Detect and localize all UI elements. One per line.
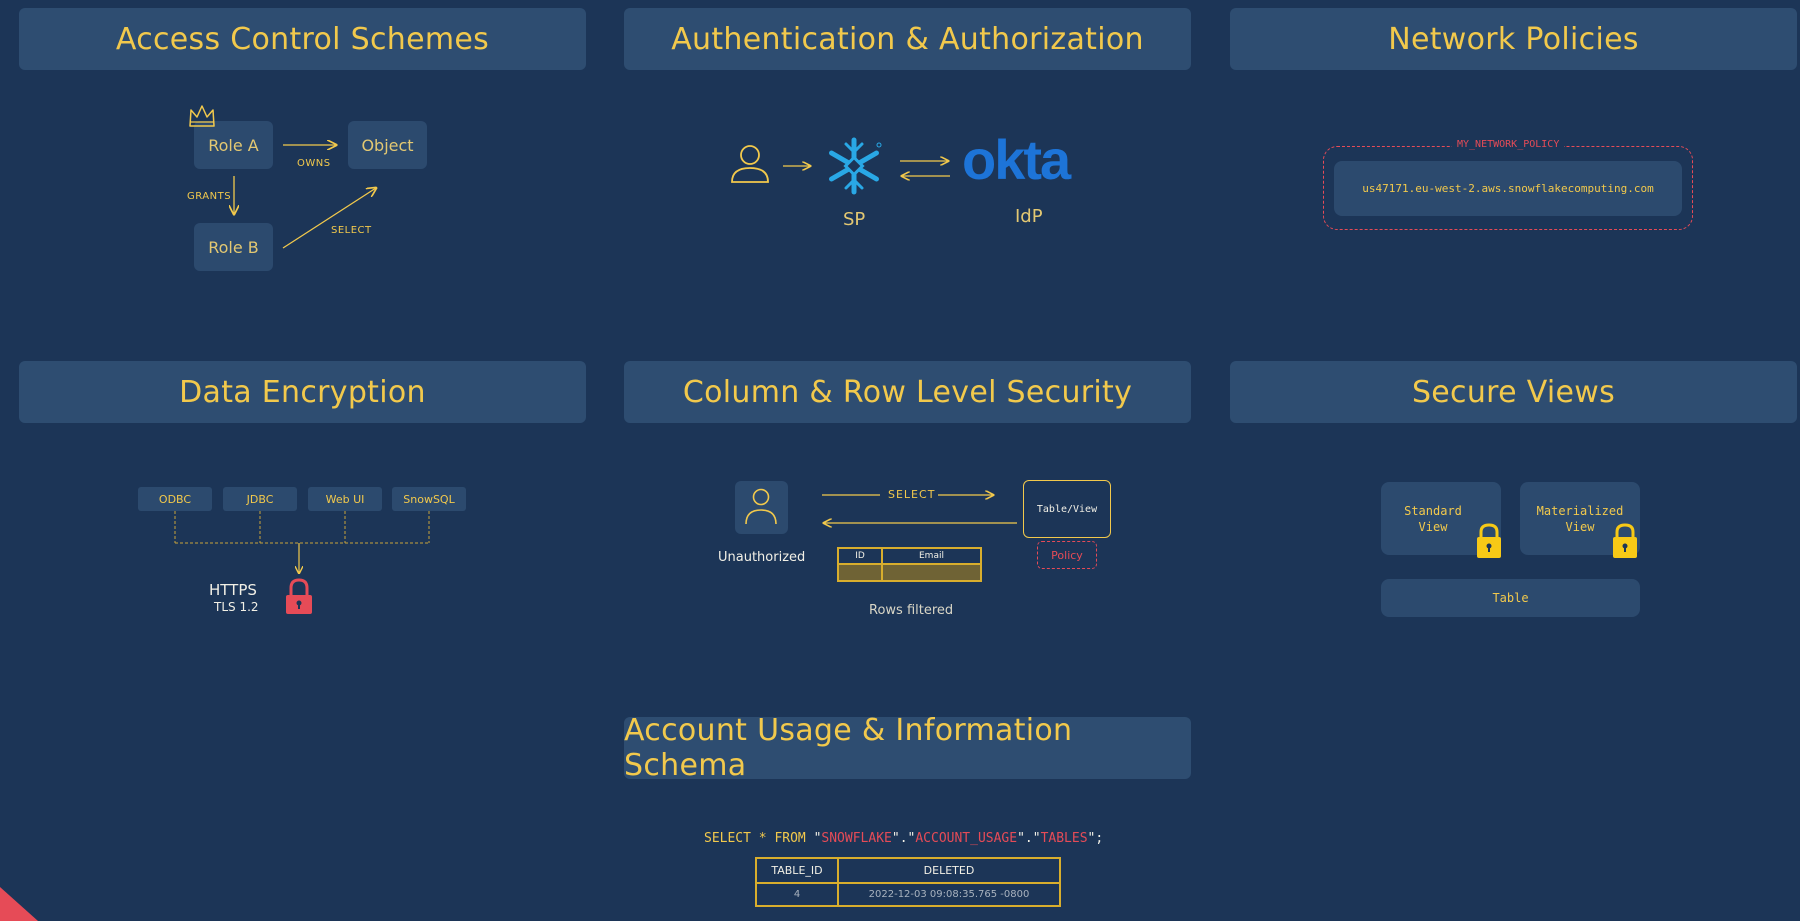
header-title: Network Policies xyxy=(1388,21,1639,57)
tls-label: TLS 1.2 xyxy=(214,600,259,614)
header-data-encryption: Data Encryption xyxy=(19,361,586,423)
lock-icon xyxy=(286,578,312,614)
sql-semicolon: ; xyxy=(1095,831,1104,846)
table-header-id: ID xyxy=(837,547,883,565)
object-box: Object xyxy=(348,121,427,169)
role-b-box: Role B xyxy=(194,223,273,271)
role-b-label: Role B xyxy=(208,237,259,257)
object-label: Object xyxy=(361,135,414,155)
table-cell: 4 xyxy=(755,882,839,907)
select-arrow xyxy=(282,188,376,249)
role-a-box: Role A xyxy=(194,121,273,169)
table-view-box: Table/View xyxy=(1023,480,1111,538)
sql-quote: " xyxy=(1087,831,1096,846)
network-policy-name: MY_NETWORK_POLICY xyxy=(1452,139,1565,150)
header-title: Access Control Schemes xyxy=(115,21,490,57)
role-a-label: Role A xyxy=(208,135,259,155)
header-column-row-security: Column & Row Level Security xyxy=(624,361,1191,423)
header-secure-views: Secure Views xyxy=(1230,361,1797,423)
header-title: Account Usage & Information Schema xyxy=(624,713,1073,783)
owns-label: OWNS xyxy=(297,158,331,169)
sql-quote: " xyxy=(813,831,822,846)
sp-label: SP xyxy=(843,209,866,230)
header-network-policies: Network Policies xyxy=(1230,8,1797,70)
policy-box: Policy xyxy=(1037,541,1097,569)
header-title: Authentication & Authorization xyxy=(671,21,1144,57)
table-cell: 2022-12-03 09:08:35.765 -0800 xyxy=(837,882,1061,907)
table-label: Table xyxy=(1492,591,1529,605)
header-access-control: Access Control Schemes xyxy=(19,8,586,70)
client-snowsql: SnowSQL xyxy=(392,487,466,511)
lock-icon xyxy=(1613,523,1637,558)
idp-label: IdP xyxy=(1015,206,1043,227)
column-header-table-id: TABLE_ID xyxy=(755,856,839,885)
network-host-box: us47171.eu-west-2.aws.snowflakecomputing… xyxy=(1334,161,1682,216)
sql-quote: " xyxy=(891,831,900,846)
sql-schema: ACCOUNT_USAGE xyxy=(915,831,1018,846)
sql-quote: " xyxy=(1017,831,1025,846)
sql-quote: " xyxy=(1032,831,1041,846)
grants-label: GRANTS xyxy=(187,191,232,202)
header-title: Data Encryption xyxy=(179,374,426,410)
sql-table: TABLES xyxy=(1040,831,1088,846)
table-box: Table xyxy=(1381,579,1640,617)
materialized-view-label: Materialized View xyxy=(1536,503,1624,534)
sql-dot: . xyxy=(899,831,908,846)
user-icon xyxy=(731,145,769,183)
client-jdbc: JDBC xyxy=(223,487,297,511)
sql-query: SELECT * FROM "SNOWFLAKE"."ACCOUNT_USAGE… xyxy=(704,831,1103,846)
client-webui: Web UI xyxy=(308,487,382,511)
header-account-usage: Account Usage & Information Schema xyxy=(624,713,1191,783)
sql-dot: . xyxy=(1024,831,1033,846)
client-odbc: ODBC xyxy=(138,487,212,511)
header-title: Secure Views xyxy=(1411,374,1616,410)
user-icon xyxy=(745,488,777,525)
standard-view-label: Standard View xyxy=(1404,503,1462,534)
table-cell xyxy=(837,563,883,582)
filtered-table: ID Email xyxy=(837,547,982,582)
okta-logo: okta xyxy=(962,128,1071,191)
policy-label: Policy xyxy=(1051,548,1083,562)
client-label: SnowSQL xyxy=(403,492,455,506)
sql-quote: " xyxy=(907,831,916,846)
sql-prefix: SELECT * FROM xyxy=(704,831,814,846)
client-label: ODBC xyxy=(158,492,192,506)
account-usage-table: TABLE_ID DELETED 4 2022-12-03 09:08:35.7… xyxy=(755,856,1061,907)
unauthorized-label: Unauthorized xyxy=(718,550,806,565)
network-host: us47171.eu-west-2.aws.snowflakecomputing… xyxy=(1362,182,1654,195)
snowflake-icon xyxy=(829,137,879,195)
sql-database: SNOWFLAKE xyxy=(821,831,892,846)
https-label: HTTPS xyxy=(209,581,257,599)
column-header-deleted: DELETED xyxy=(837,856,1061,885)
table-header-email: Email xyxy=(881,547,982,565)
lock-icon xyxy=(1477,523,1501,558)
rows-filtered-caption: Rows filtered xyxy=(869,603,954,618)
header-authentication: Authentication & Authorization xyxy=(624,8,1191,70)
client-label: Web UI xyxy=(325,492,365,506)
header-title: Column & Row Level Security xyxy=(682,374,1133,410)
client-label: JDBC xyxy=(246,492,274,506)
table-view-label: Table/View xyxy=(1036,503,1098,515)
select-label: SELECT xyxy=(888,488,936,501)
table-cell xyxy=(881,563,982,582)
select-label: SELECT xyxy=(331,225,372,236)
